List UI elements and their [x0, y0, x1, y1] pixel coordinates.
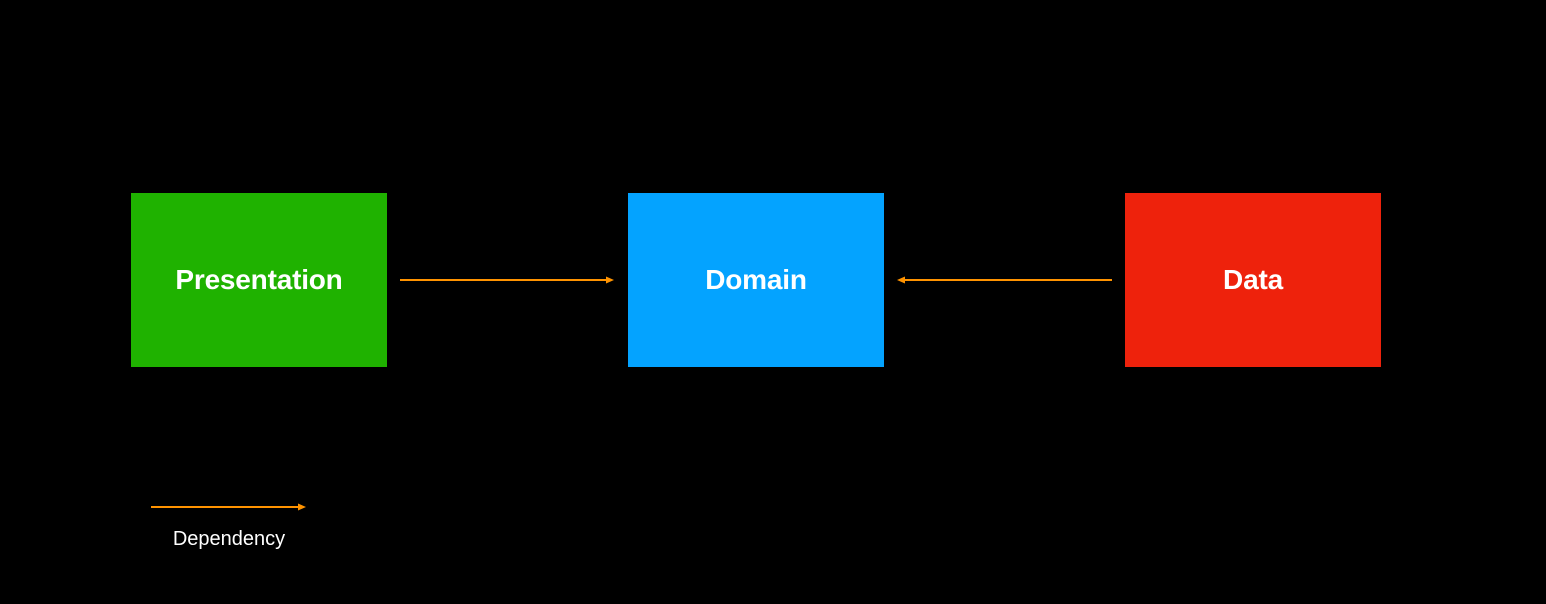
presentation-layer-box: Presentation [131, 193, 387, 367]
legend-arrow [151, 503, 306, 511]
legend-label: Dependency [172, 528, 286, 550]
data-layer-label: Data [1223, 264, 1283, 295]
arrow-presentation-to-domain [400, 276, 614, 284]
domain-layer-box: Domain [628, 193, 884, 367]
domain-layer-label: Domain [705, 264, 807, 295]
arrow-data-to-domain [897, 276, 1112, 284]
data-layer-box: Data [1125, 193, 1381, 367]
presentation-layer-label: Presentation [175, 264, 343, 295]
